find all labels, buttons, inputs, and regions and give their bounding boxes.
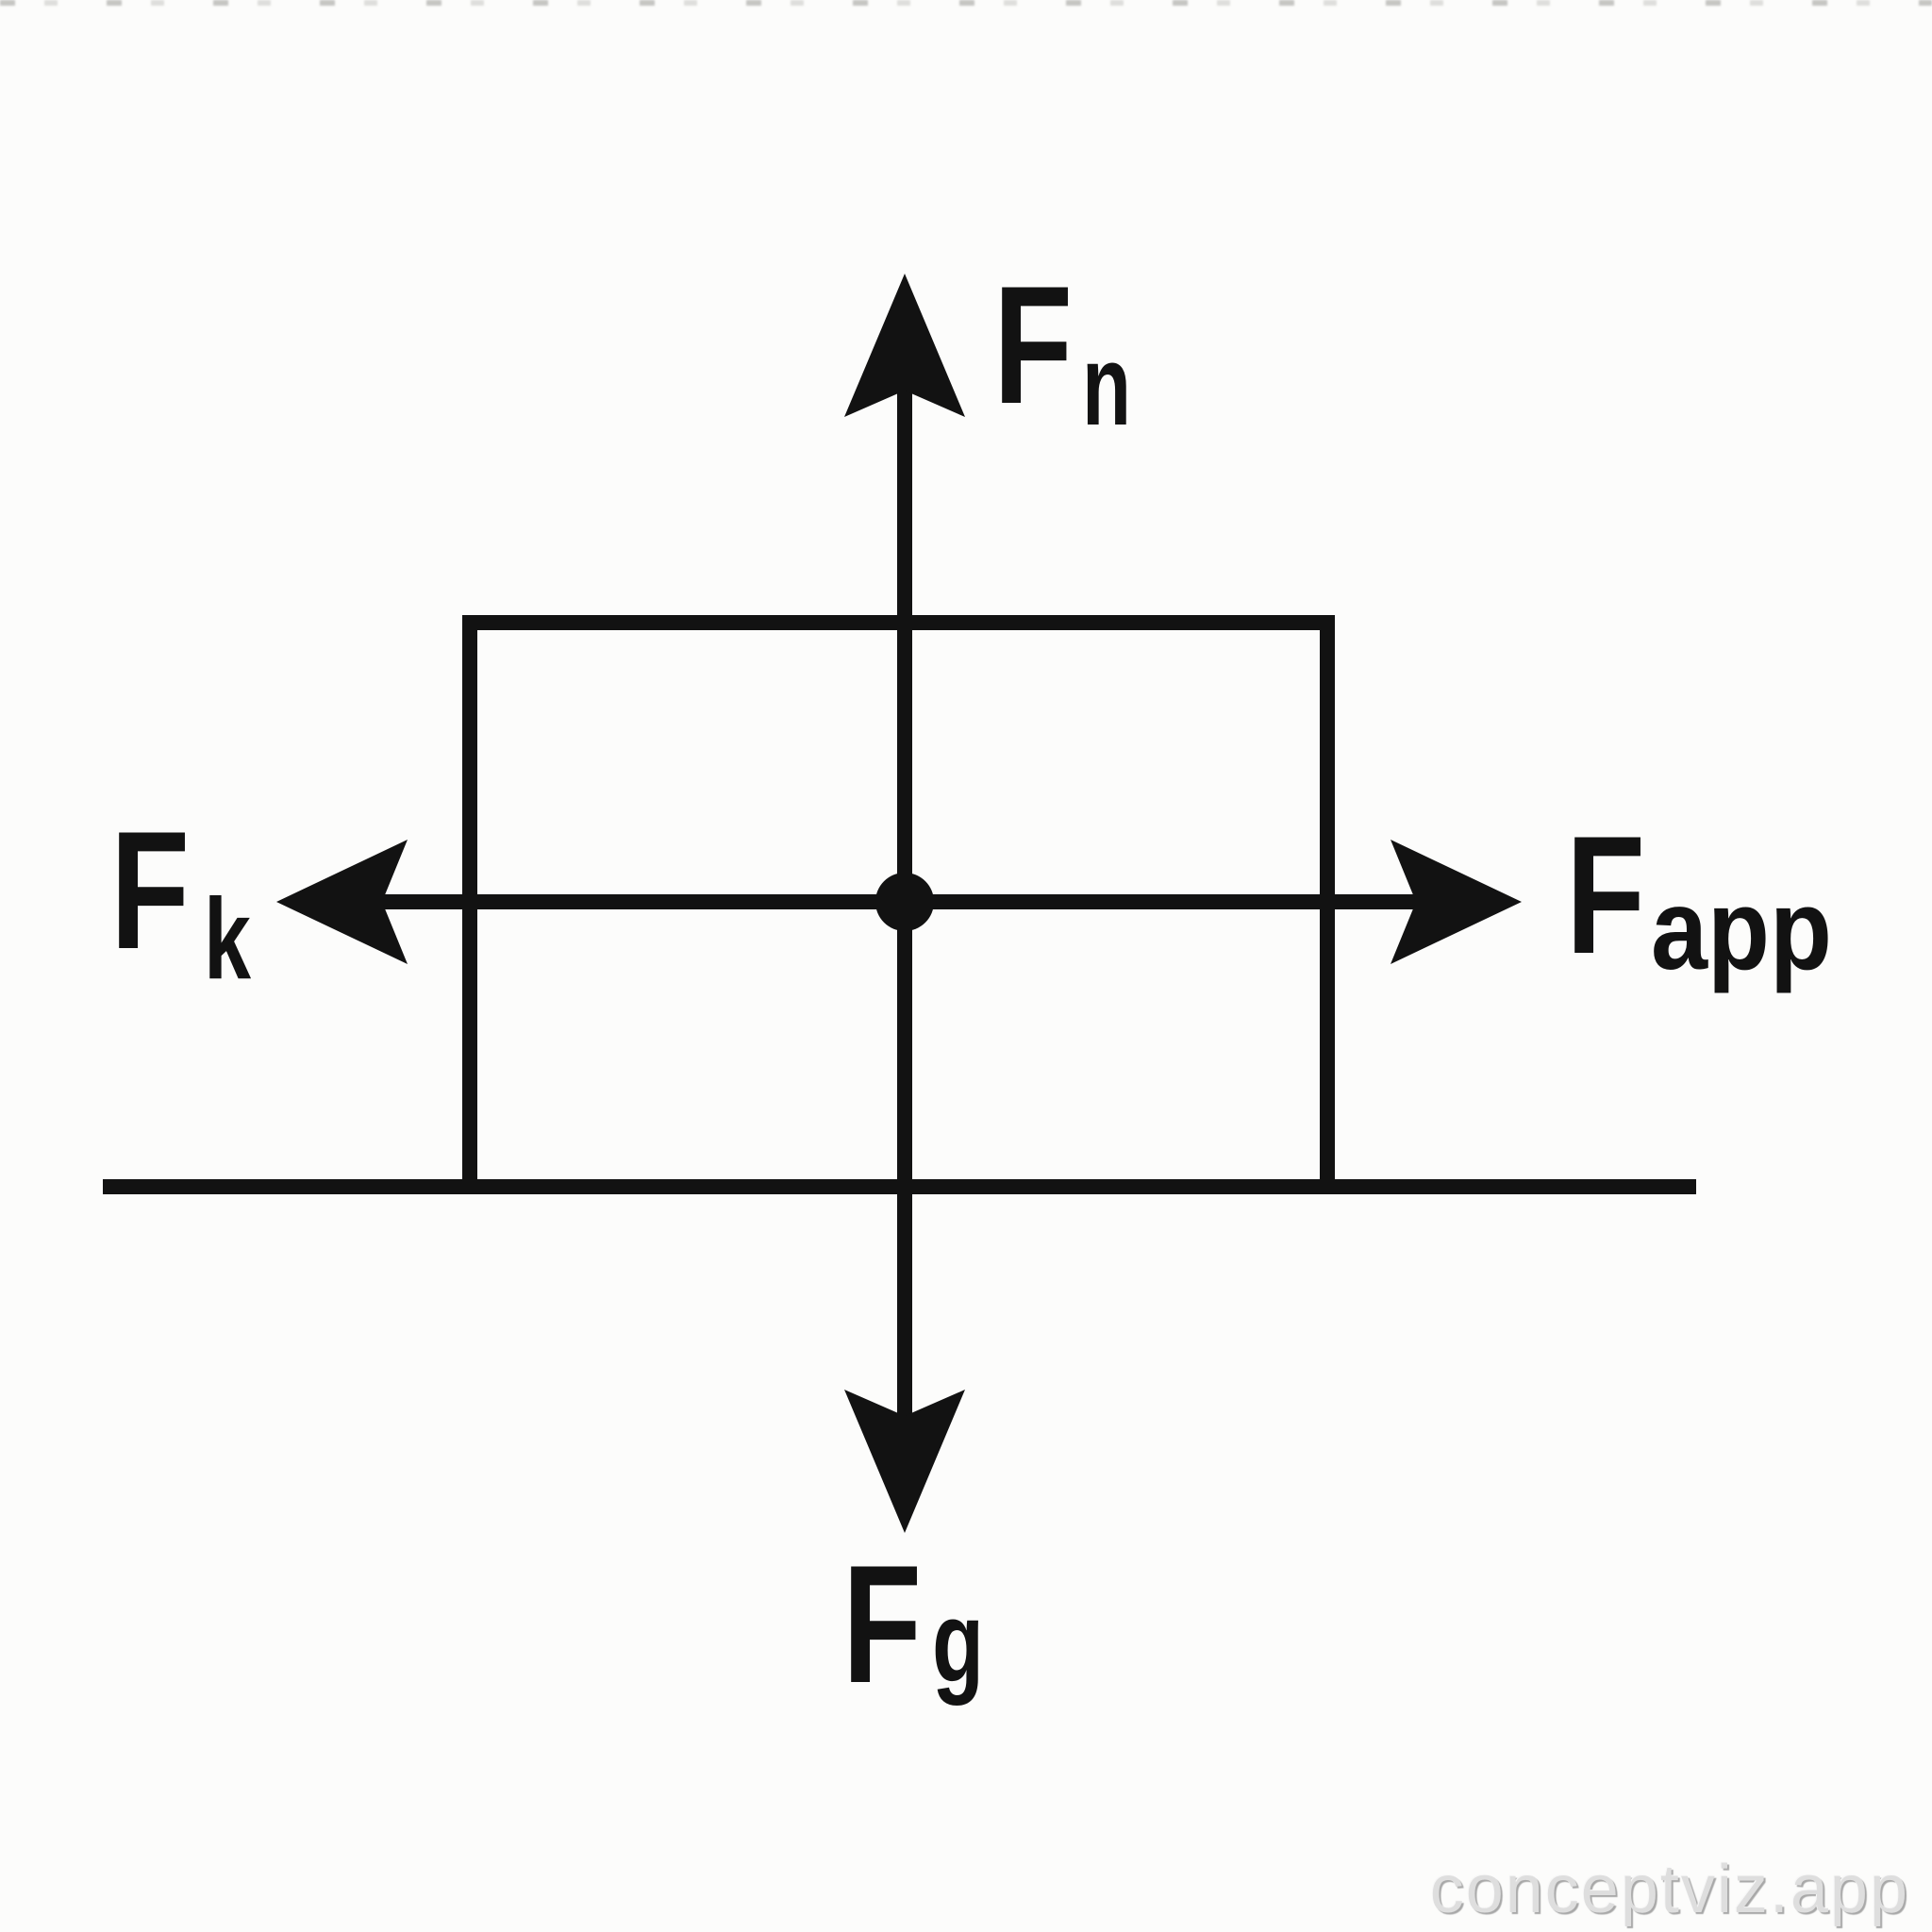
friction-force-subscript: k xyxy=(204,874,251,1003)
gravity-force-subscript: g xyxy=(932,1577,984,1706)
applied-force-subscript: app xyxy=(1651,865,1832,993)
gravity-force-label: F xyxy=(842,1530,922,1718)
arrowhead-down-icon xyxy=(844,1390,965,1533)
arrowhead-up-icon xyxy=(844,274,965,417)
normal-force-label: F xyxy=(993,251,1073,439)
friction-force-label: F xyxy=(110,796,190,984)
watermark: conceptviz.app xyxy=(1429,1852,1909,1927)
applied-force-label: F xyxy=(1566,801,1645,989)
arrowhead-left-icon xyxy=(276,840,408,964)
arrowhead-right-icon xyxy=(1391,840,1522,964)
normal-force-subscript: n xyxy=(1082,321,1131,449)
top-edge-artifact xyxy=(0,0,1932,6)
center-of-mass-dot xyxy=(875,873,934,931)
